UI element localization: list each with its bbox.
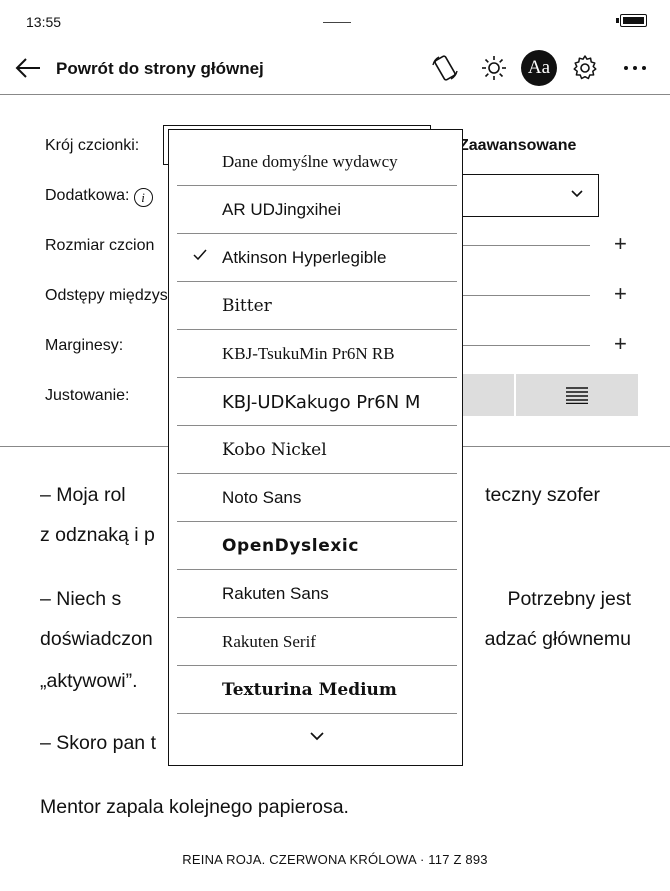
font-settings-icon[interactable]: Aa	[521, 50, 557, 86]
font-option[interactable]: Texturina Medium	[177, 666, 457, 714]
page-title[interactable]: Powrót do strony głównej	[56, 59, 264, 78]
font-option[interactable]: Rakuten Serif	[177, 618, 457, 666]
font-option[interactable]: Kobo Nickel	[177, 426, 457, 474]
page-footer: REINA ROJA. CZERWONA KRÓLOWA · 117 Z 893	[182, 852, 488, 867]
font-face-label: Krój czcionki:	[45, 137, 140, 154]
font-size-label: Rozmiar czcion	[45, 237, 155, 254]
reading-text: – Skoro pan t	[40, 732, 156, 754]
reading-text: z odznaką i p	[40, 524, 155, 546]
reading-text: Mentor zapala kolejnego papierosa.	[40, 796, 349, 818]
rotate-icon[interactable]	[429, 52, 461, 84]
font-option[interactable]: KBJ-UDKakugo Pr6N M	[177, 378, 457, 426]
reading-text: – Moja rol	[40, 484, 126, 506]
gear-icon[interactable]	[569, 52, 601, 84]
reading-text: „aktywowi”.	[40, 670, 138, 692]
margins-plus-button[interactable]: +	[614, 331, 627, 356]
font-option[interactable]: Noto Sans	[177, 474, 457, 522]
font-size-slider[interactable]	[460, 245, 590, 246]
top-divider	[0, 94, 670, 95]
reading-text: doświadczon	[40, 628, 153, 650]
font-size-plus-button[interactable]: +	[614, 231, 627, 256]
reading-text: teczny szofer	[485, 484, 600, 506]
font-option-selected[interactable]: Atkinson Hyperlegible	[177, 234, 457, 282]
advanced-link[interactable]: Zaawansowane	[459, 137, 577, 154]
battery-icon	[616, 14, 647, 27]
line-spacing-plus-button[interactable]: +	[614, 281, 627, 306]
margins-slider[interactable]	[460, 345, 590, 346]
justify-label: Justowanie:	[45, 387, 130, 404]
reading-text: Potrzebny jest	[507, 588, 631, 610]
font-option[interactable]: OpenDyslexic	[177, 522, 457, 570]
info-icon[interactable]: i	[133, 188, 153, 207]
reading-text: – Niech s	[40, 588, 122, 610]
brightness-icon[interactable]	[478, 52, 510, 84]
back-arrow-icon[interactable]	[14, 56, 42, 80]
reading-text: adzać głównemu	[484, 628, 631, 650]
margins-label: Marginesy:	[45, 337, 124, 354]
chevron-down-icon[interactable]	[309, 730, 325, 742]
status-time: 13:55	[26, 14, 62, 30]
more-icon[interactable]	[619, 52, 651, 84]
font-dropdown: Dane domyślne wydawcy AR UDJingxihei Atk…	[168, 129, 463, 766]
extra-label: Dodatkowa:i	[45, 187, 153, 207]
justify-separator	[514, 374, 516, 416]
font-settings-label: Aa	[527, 57, 551, 78]
font-option[interactable]: AR UDJingxihei	[177, 186, 457, 234]
line-spacing-slider[interactable]	[460, 295, 590, 296]
chevron-down-icon	[571, 190, 583, 198]
font-option[interactable]: Rakuten Sans	[177, 570, 457, 618]
justify-toggle[interactable]	[460, 374, 638, 416]
font-option[interactable]: Bitter	[177, 282, 457, 330]
align-justify-icon[interactable]	[566, 386, 588, 409]
status-handle	[323, 22, 351, 23]
line-spacing-label: Odstępy międzys	[45, 287, 168, 304]
font-option[interactable]: KBJ-TsukuMin Pr6N RB	[177, 330, 457, 378]
font-option[interactable]: Dane domyślne wydawcy	[177, 138, 457, 186]
check-icon	[193, 249, 207, 261]
extra-font-select[interactable]	[455, 174, 599, 217]
